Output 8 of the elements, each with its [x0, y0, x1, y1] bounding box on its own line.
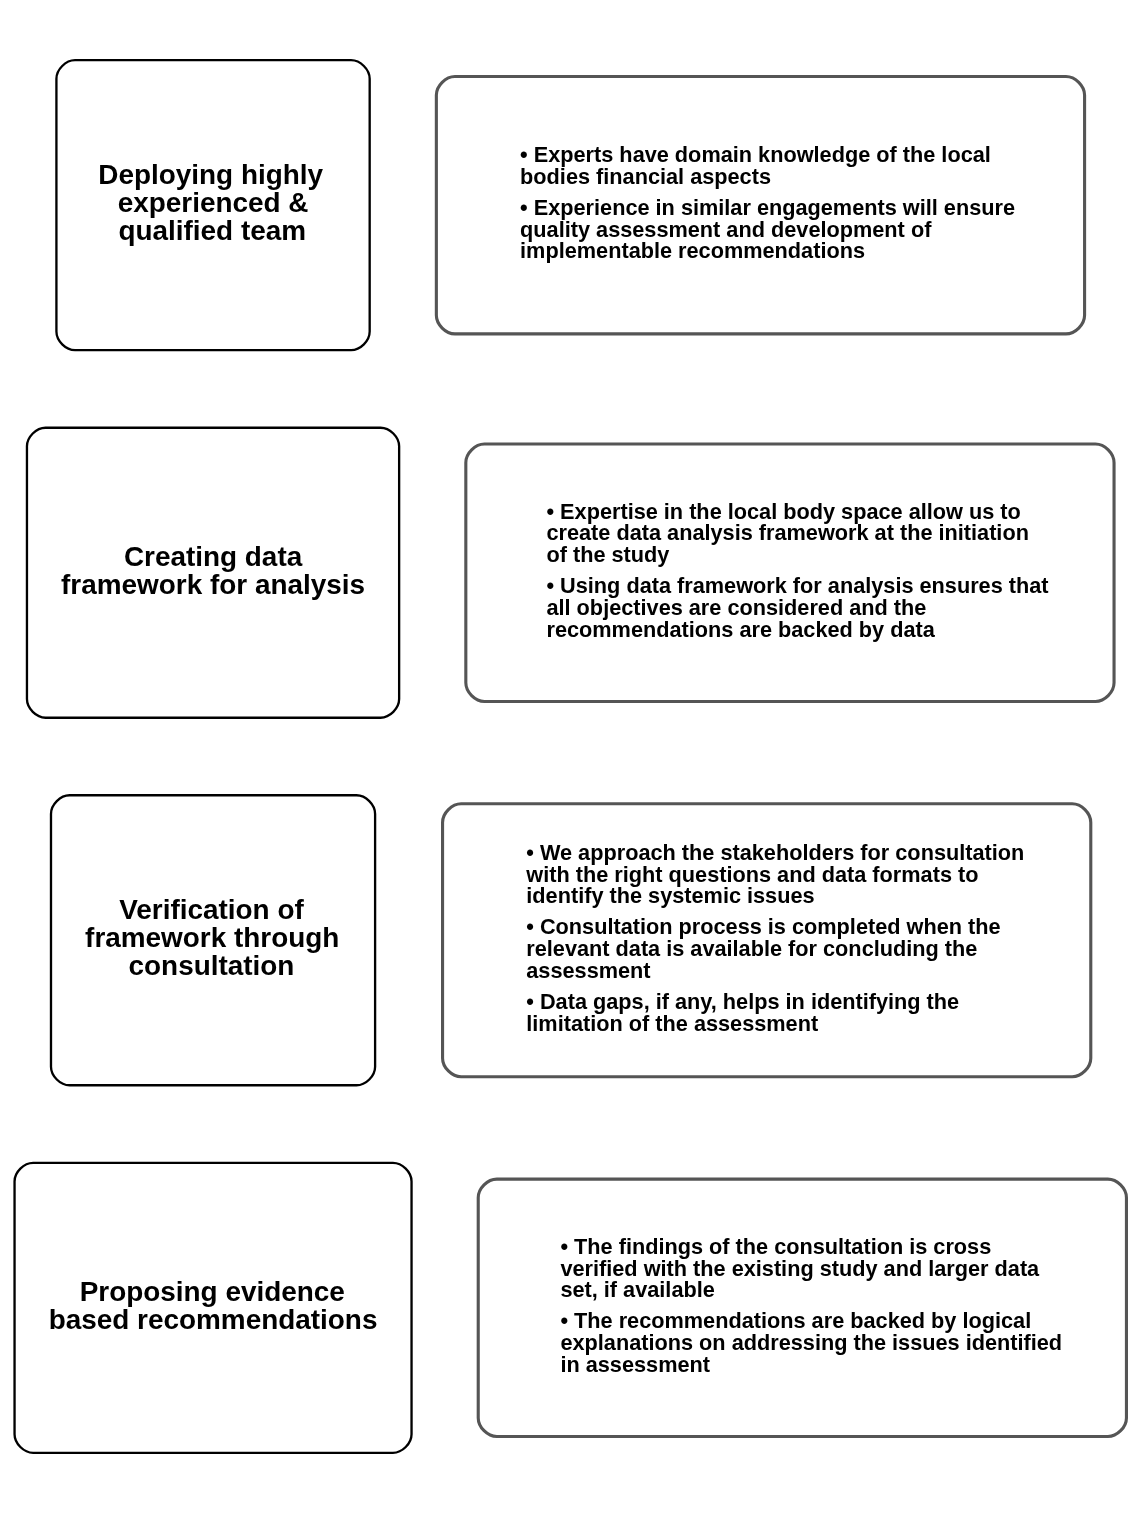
node-box: Verification of framework through consultation — [49, 794, 377, 1087]
node-box: • Expertise in the local body space allow us to create data analysis framework at the initiation of the study • Using data framework for analysis ensures that all objectives are considered and the recommendations are backed by data — [464, 442, 1116, 703]
node-box: Deploying highly experienced & qualified team — [55, 59, 371, 352]
node-box: Proposing evidence based recommendations — [13, 1161, 413, 1454]
node-box: • Experts have domain knowledge of the local bodies financial aspects • Experience in similar engagements will ensure quality assessment and development of implementable recommendations — [434, 74, 1087, 336]
node-box: Creating data framework for analysis — [25, 426, 401, 719]
node-box: • We approach the stakeholders for consultation with the right questions and data formats to identify the systemic issues • Consultation process is completed when the relevant data is available for concluding the assessment • Data gaps, if any, helps in identifying the limitation of the assessment — [441, 802, 1093, 1079]
node-box: • The findings of the consultation is cross verified with the existing study and larger data set, if available • The recommendations are backed by logical explanations on addressing the issues identified in assessment — [476, 1177, 1128, 1439]
